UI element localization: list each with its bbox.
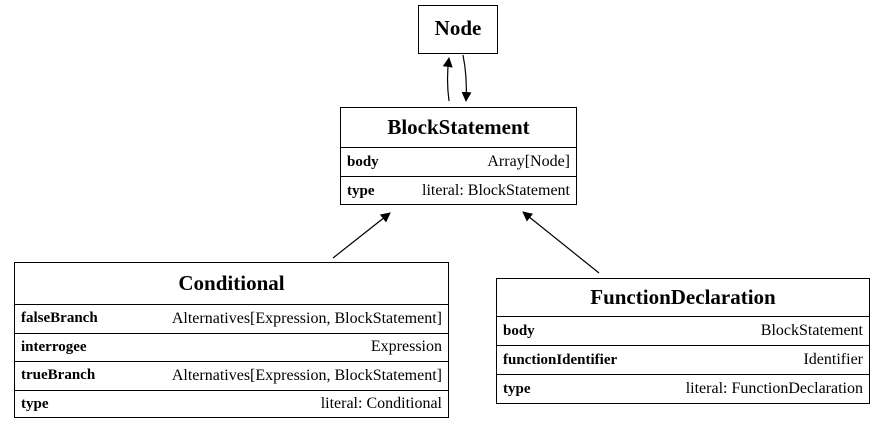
field-row: functionIdentifier Identifier <box>497 345 869 374</box>
field-type: literal: Conditional <box>320 395 442 413</box>
field-name: interrogee <box>21 338 87 355</box>
field-type: Expression <box>370 338 442 356</box>
field-row: type literal: BlockStatement <box>341 176 576 205</box>
blockstatement-class-box: BlockStatement body Array[Node] type lit… <box>340 107 577 205</box>
field-row: trueBranch Alternatives[Expression, Bloc… <box>15 361 448 390</box>
field-name: type <box>21 395 49 412</box>
field-name: body <box>347 153 379 170</box>
field-name: type <box>503 380 531 397</box>
field-type: Alternatives[Expression, BlockStatement] <box>171 309 442 327</box>
field-row: type literal: FunctionDeclaration <box>497 374 869 403</box>
edge-conditional-to-blockstatement <box>332 212 391 259</box>
field-name: falseBranch <box>21 310 98 327</box>
field-type: BlockStatement <box>760 322 863 339</box>
conditional-class-box: Conditional falseBranch Alternatives[Exp… <box>14 262 449 418</box>
edge-functiondeclaration-to-blockstatement <box>522 211 600 274</box>
field-name: body <box>503 322 535 339</box>
field-row: body BlockStatement <box>497 316 869 345</box>
blockstatement-title: BlockStatement <box>387 115 530 139</box>
node-class-box: Node <box>418 5 498 54</box>
field-row: type literal: Conditional <box>15 389 448 419</box>
field-type: Alternatives[Expression, BlockStatement] <box>171 366 442 384</box>
functiondeclaration-class-box: FunctionDeclaration body BlockStatement … <box>496 278 870 404</box>
field-type: literal: FunctionDeclaration <box>685 380 863 397</box>
conditional-title: Conditional <box>178 271 285 295</box>
field-row: interrogee Expression <box>15 332 448 362</box>
edge-node-to-blockstatement <box>461 54 472 102</box>
node-title: Node <box>434 16 482 40</box>
field-type: Array[Node] <box>487 153 570 170</box>
field-type: Identifier <box>803 351 863 368</box>
edge-blockstatement-to-node <box>442 57 453 102</box>
field-name: trueBranch <box>21 367 96 384</box>
field-row: body Array[Node] <box>341 147 576 176</box>
field-name: type <box>347 182 375 199</box>
field-name: functionIdentifier <box>503 351 618 368</box>
field-row: falseBranch Alternatives[Expression, Blo… <box>15 304 448 333</box>
functiondeclaration-title: FunctionDeclaration <box>590 285 776 309</box>
field-type: literal: BlockStatement <box>422 182 570 199</box>
